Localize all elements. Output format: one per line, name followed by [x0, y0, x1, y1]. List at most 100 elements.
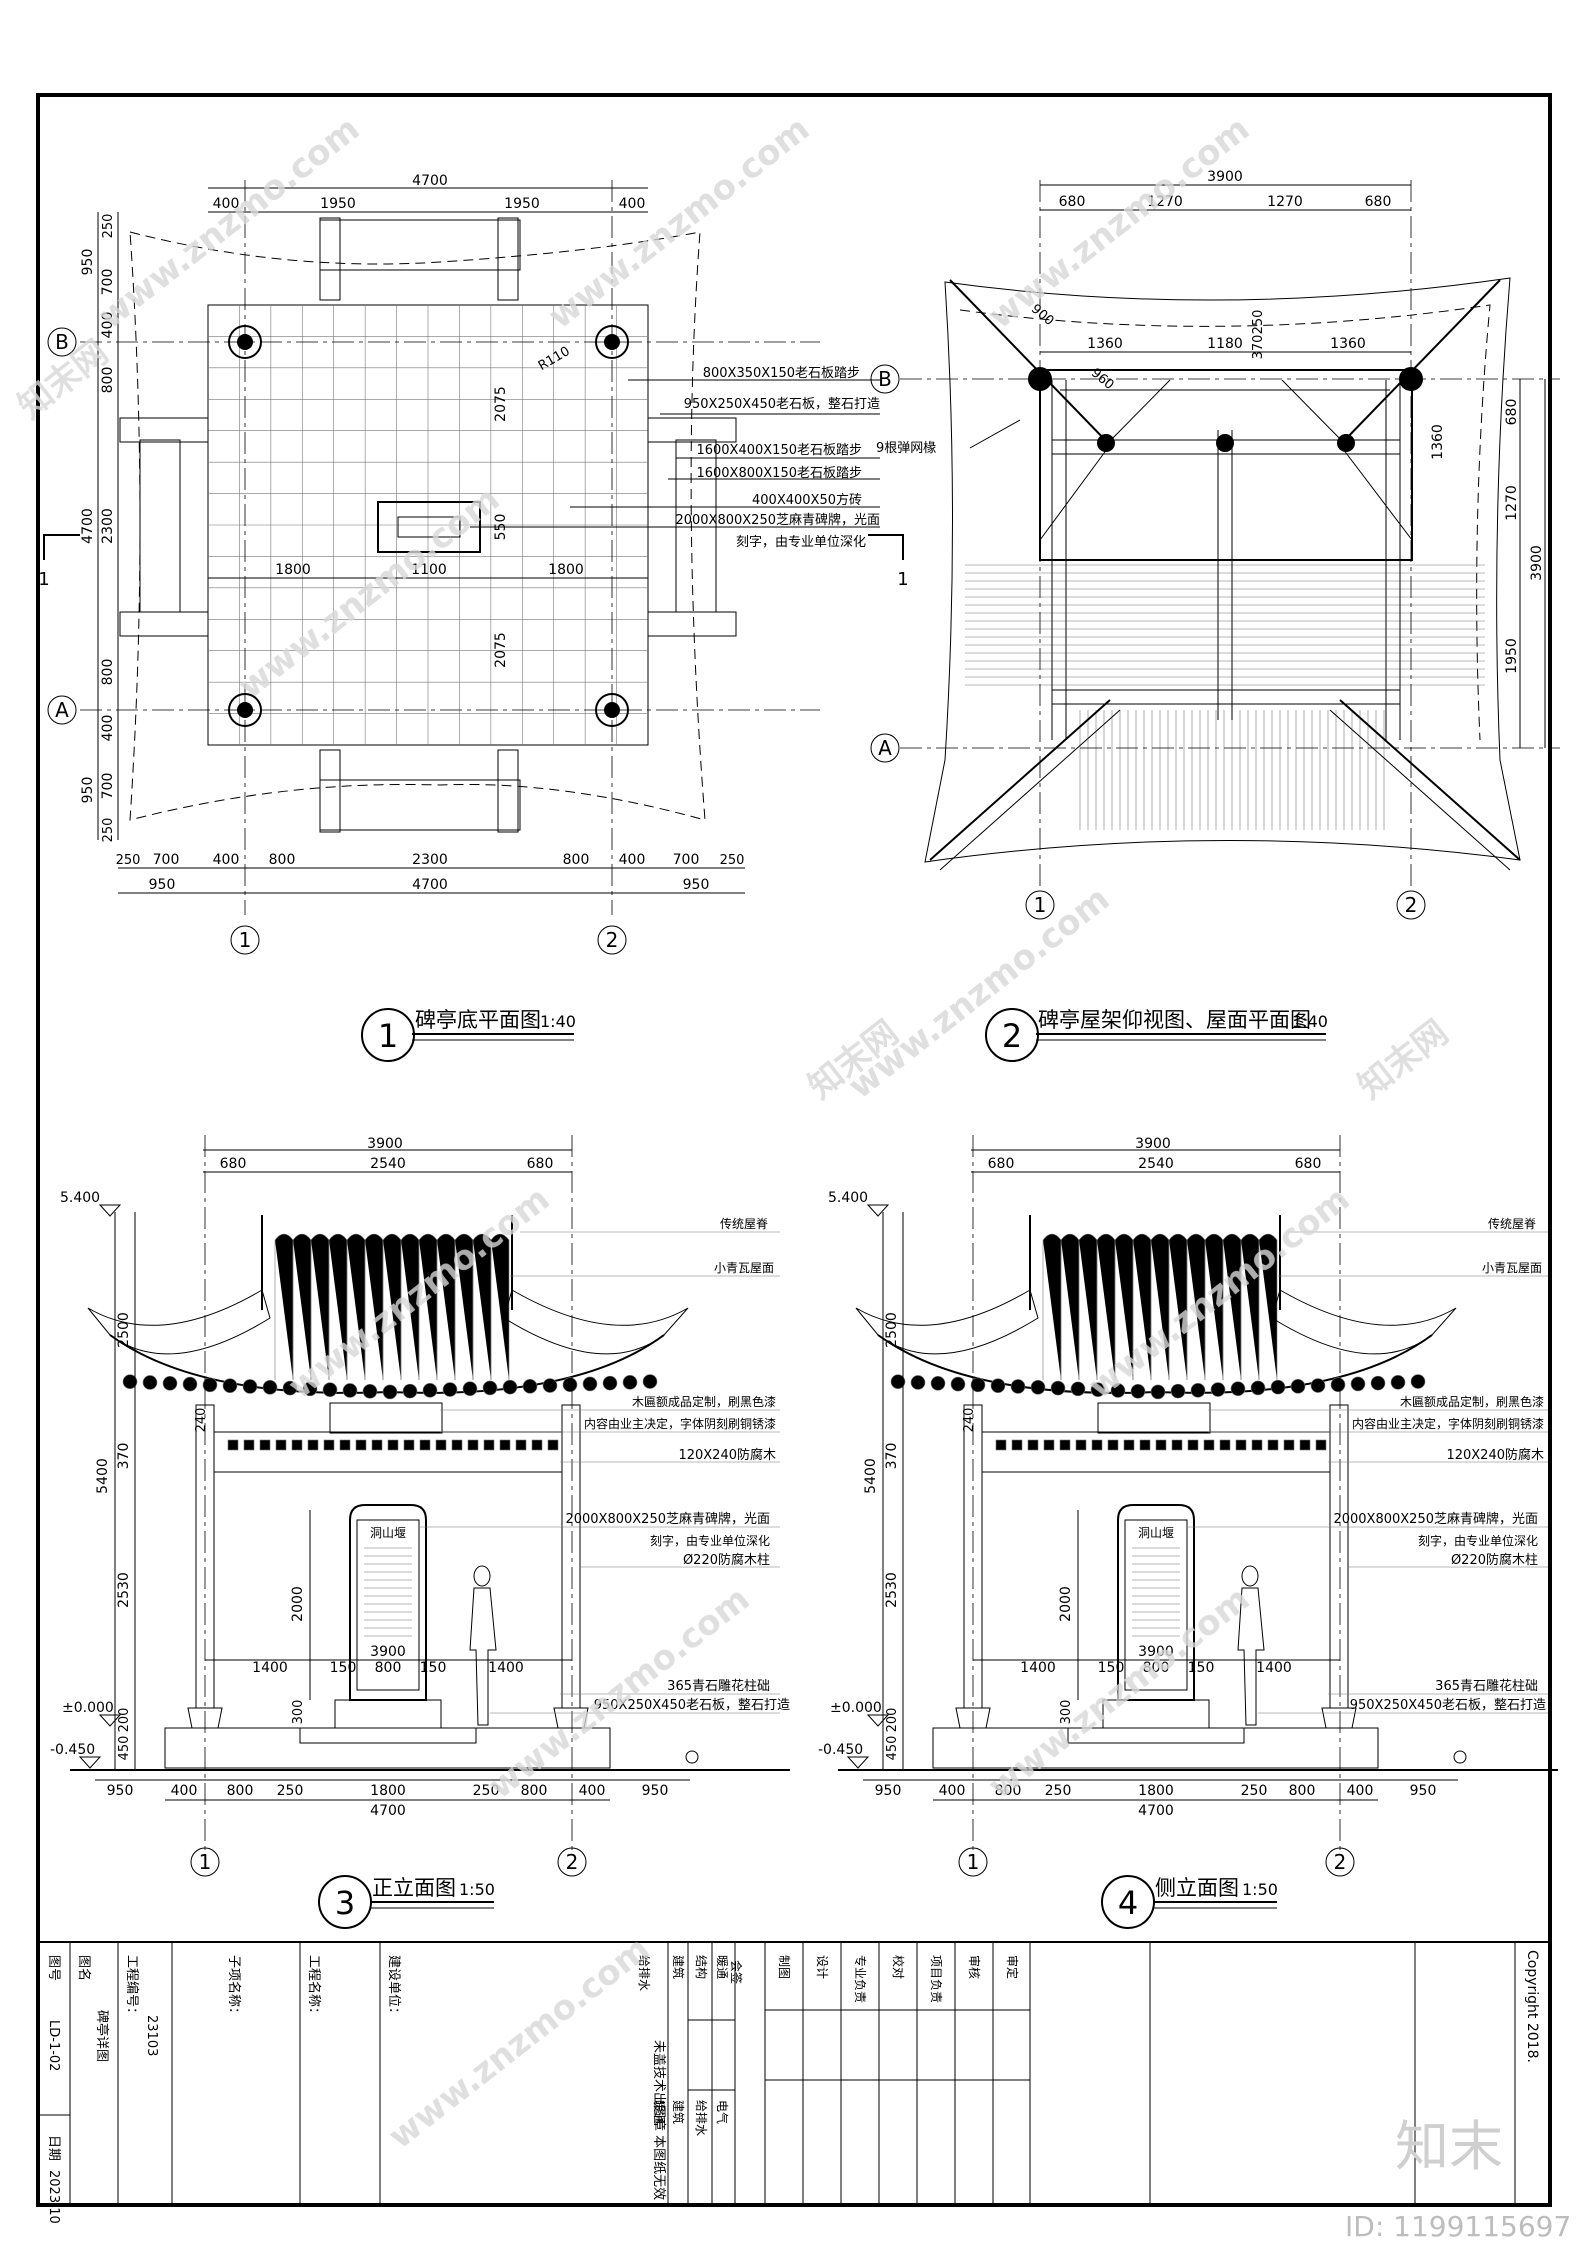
svg-text:250: 250: [116, 853, 141, 868]
svg-text:3900: 3900: [1135, 1136, 1171, 1152]
svg-text:建设单位：: 建设单位：: [386, 1955, 401, 2020]
svg-text:400: 400: [100, 312, 116, 339]
svg-text:800: 800: [1143, 1660, 1170, 1676]
svg-text:365青石雕花柱础: 365青石雕花柱础: [1435, 1678, 1538, 1694]
svg-text:审核: 审核: [967, 1955, 982, 1979]
svg-text:2075: 2075: [493, 632, 509, 668]
svg-text:-0.450: -0.450: [818, 1742, 863, 1758]
svg-text:1950: 1950: [1504, 638, 1520, 674]
svg-text:240: 240: [962, 1408, 977, 1433]
svg-text:950X250X450老石板，整石打造: 950X250X450老石板，整石打造: [1350, 1698, 1546, 1713]
svg-text:www.znzmo.com: www.znzmo.com: [381, 1929, 657, 2157]
svg-text:图名: 图名: [76, 1955, 92, 1981]
svg-text:250: 250: [720, 853, 745, 868]
svg-text:木匾额成品定制，刷黑色漆: 木匾额成品定制，刷黑色漆: [1400, 1394, 1544, 1409]
svg-text:1100: 1100: [411, 562, 447, 578]
svg-text:5.400: 5.400: [828, 1190, 868, 1206]
svg-text:800: 800: [995, 1783, 1022, 1799]
svg-text:1800: 1800: [275, 562, 311, 578]
svg-text:400: 400: [1347, 1783, 1374, 1799]
svg-text:洞山堰: 洞山堰: [1138, 1526, 1174, 1540]
svg-text:2023.10: 2023.10: [46, 2170, 61, 2224]
svg-text:700: 700: [100, 773, 116, 800]
svg-text:1360: 1360: [1087, 336, 1123, 352]
svg-text:365青石雕花柱础: 365青石雕花柱础: [667, 1678, 770, 1694]
svg-text:700: 700: [153, 852, 180, 868]
front-elevation-labels: 3900 680 2540 680 5.400 ±0.000 -0.450 54…: [50, 1136, 790, 1929]
svg-text:4700: 4700: [412, 877, 448, 893]
svg-text:240: 240: [194, 1408, 209, 1433]
svg-text:680: 680: [527, 1156, 554, 1172]
svg-text:400: 400: [619, 852, 646, 868]
svg-text:4700: 4700: [80, 508, 96, 544]
svg-text:传统屋脊: 传统屋脊: [1488, 1216, 1536, 1231]
svg-text:2000X800X250芝麻青碑牌，光面: 2000X800X250芝麻青碑牌，光面: [565, 1511, 770, 1527]
svg-text:680: 680: [220, 1156, 247, 1172]
svg-text:400: 400: [939, 1783, 966, 1799]
svg-text:2540: 2540: [370, 1156, 406, 1172]
svg-text:1800: 1800: [370, 1783, 406, 1799]
svg-text:1180: 1180: [1207, 336, 1243, 352]
svg-text:1:50: 1:50: [1242, 1880, 1278, 1899]
svg-text:700: 700: [100, 269, 116, 296]
svg-text:800: 800: [227, 1783, 254, 1799]
svg-text:1800: 1800: [548, 562, 584, 578]
plan-axis-2: 2: [606, 928, 619, 952]
front-elevation-title: 正立面图: [372, 1876, 456, 1900]
svg-text:1800: 1800: [1138, 1783, 1174, 1799]
svg-text:传统屋脊: 传统屋脊: [720, 1216, 768, 1231]
svg-text:2300: 2300: [100, 508, 116, 544]
svg-text:1950: 1950: [504, 196, 540, 212]
svg-text:小青瓦屋面: 小青瓦屋面: [1482, 1261, 1542, 1275]
svg-text:950: 950: [80, 777, 96, 804]
svg-text:工程名称：: 工程名称：: [306, 1955, 322, 2020]
svg-text:1: 1: [967, 1850, 980, 1874]
svg-text:2000: 2000: [1058, 1586, 1074, 1622]
svg-text:250: 250: [1251, 310, 1266, 335]
svg-text:日期: 日期: [46, 2135, 61, 2161]
svg-text:250: 250: [1045, 1783, 1072, 1799]
svg-text:2: 2: [1405, 893, 1418, 917]
svg-text:23103: 23103: [144, 2015, 159, 2056]
svg-text:250: 250: [473, 1783, 500, 1799]
roof-frame-view: 1 2 B A 1 3900 680 1270 1270 680 1360 11…: [868, 169, 1560, 1062]
svg-text:1:50: 1:50: [459, 1880, 495, 1899]
svg-text:2500: 2500: [884, 1312, 900, 1348]
svg-text:4700: 4700: [370, 1803, 406, 1819]
svg-text:950: 950: [107, 1783, 134, 1799]
svg-text:Ø220防腐木柱: Ø220防腐木柱: [1451, 1552, 1538, 1568]
svg-text:680: 680: [1059, 194, 1086, 210]
svg-text:200: 200: [885, 1708, 900, 1733]
svg-text:2075: 2075: [493, 386, 509, 422]
svg-text:300: 300: [291, 1700, 306, 1725]
plan-paving-grid: [208, 305, 648, 745]
svg-text:400: 400: [100, 715, 116, 742]
plan-scale: 1:40: [540, 1012, 576, 1031]
svg-text:800: 800: [269, 852, 296, 868]
svg-text:800: 800: [1289, 1783, 1316, 1799]
svg-text:370: 370: [1251, 335, 1266, 360]
svg-text:1360: 1360: [1330, 336, 1366, 352]
svg-text:1: 1: [897, 569, 908, 590]
sheet-border: [36, 93, 1552, 2207]
svg-text:950: 950: [875, 1783, 902, 1799]
svg-text:校对: 校对: [891, 1955, 906, 1979]
svg-text:950: 950: [149, 877, 176, 893]
svg-text:250: 250: [277, 1783, 304, 1799]
plan-view: 1 2 B A 1 4700 400 1950 1950 400 250 700…: [38, 173, 880, 1062]
plan-title-index: 1: [378, 1017, 398, 1055]
svg-text:碑亭详图: 碑亭详图: [94, 2010, 110, 2062]
svg-text:电气: 电气: [715, 2100, 730, 2124]
svg-text:www.znzmo.com: www.znzmo.com: [841, 879, 1117, 1107]
svg-text:3900: 3900: [1138, 1644, 1174, 1660]
brand-logo: 知末: [1395, 2115, 1503, 2178]
svg-text:1:40: 1:40: [1292, 1012, 1328, 1031]
svg-text:150: 150: [420, 1660, 447, 1676]
svg-text:150: 150: [1188, 1660, 1215, 1676]
svg-text:2: 2: [566, 1850, 579, 1874]
svg-text:680: 680: [1504, 399, 1520, 426]
svg-text:3: 3: [335, 1884, 355, 1922]
svg-text:www.znzmo.com: www.znzmo.com: [231, 479, 507, 707]
svg-text:800: 800: [375, 1660, 402, 1676]
svg-text:2: 2: [1002, 1017, 1022, 1055]
